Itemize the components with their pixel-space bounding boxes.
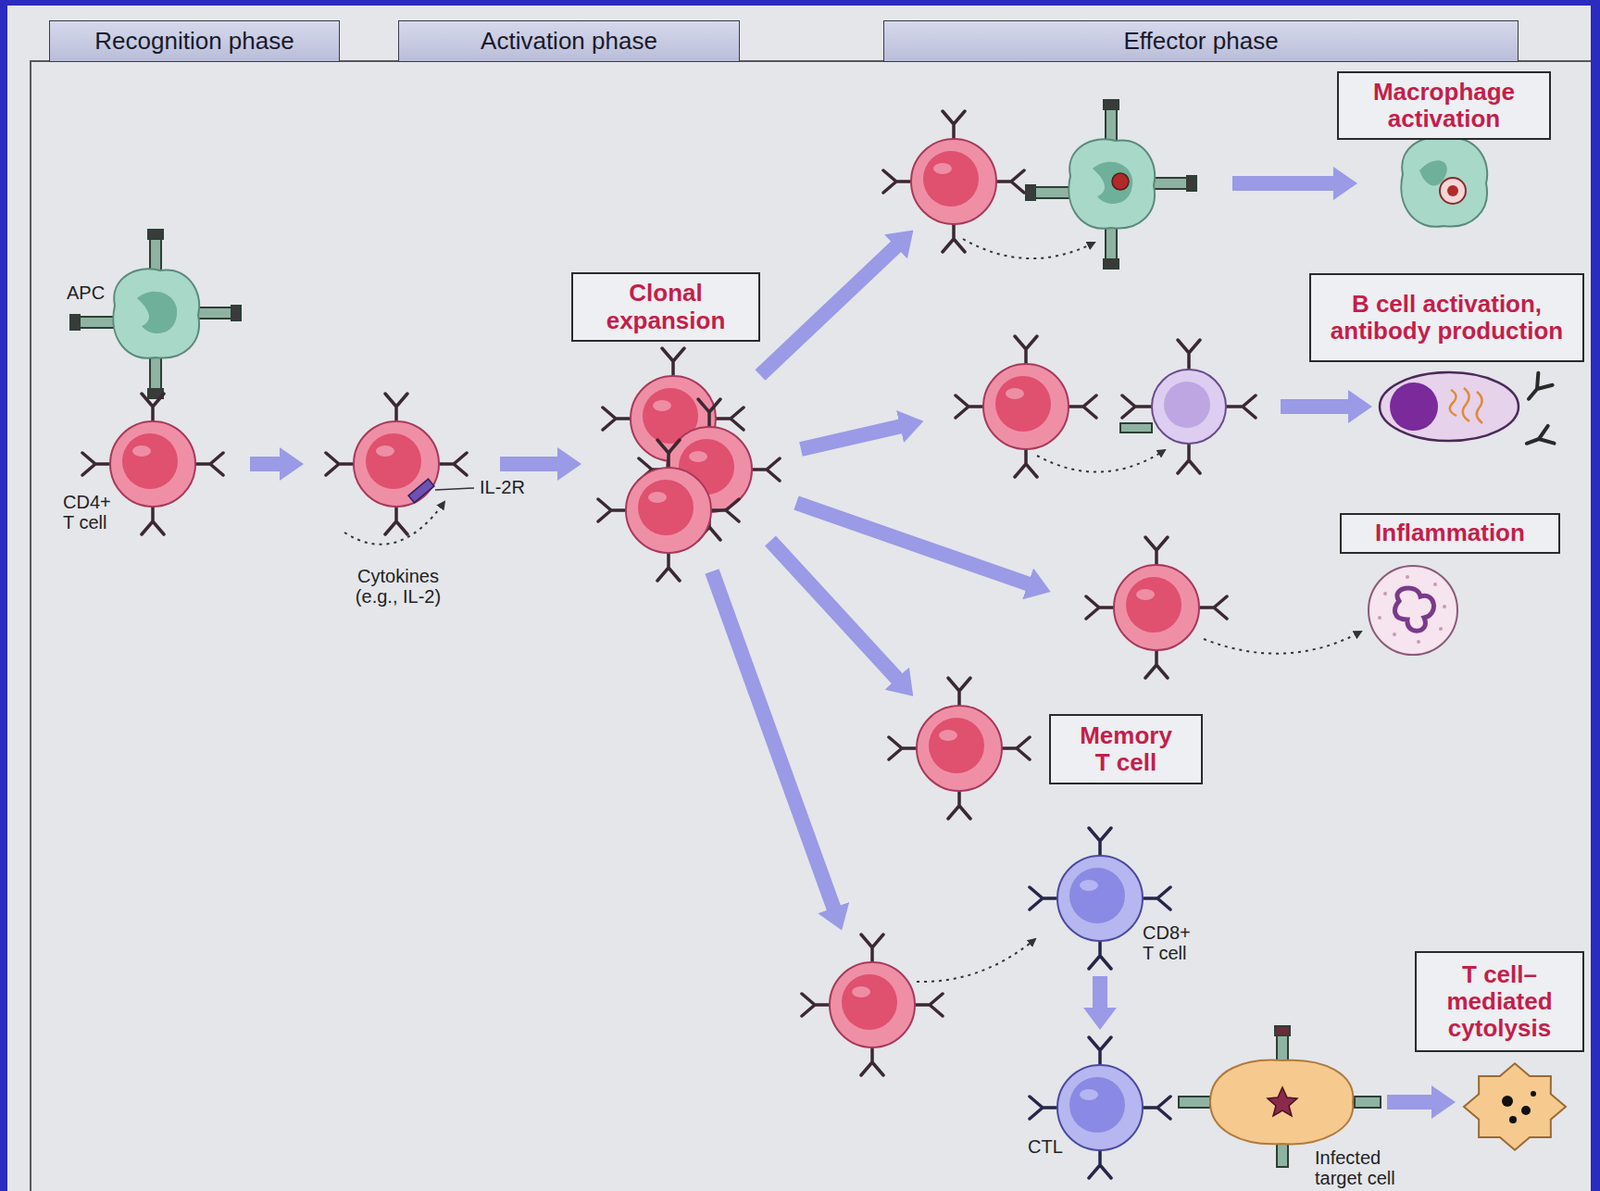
box-title: B cell activation, antibody production — [1318, 290, 1575, 345]
cell-label: Cytokines (e.g., IL-2) — [340, 566, 456, 607]
phase-header: Activation phase — [398, 20, 740, 63]
box-title: T cell– mediated cytolysis — [1424, 961, 1575, 1042]
cell-label: IL-2R — [479, 477, 525, 499]
outcome-box: T cell– mediated cytolysis — [1414, 950, 1585, 1052]
outcome-box: Inflammation — [1339, 512, 1561, 554]
outcome-box: Macrophage activation — [1337, 71, 1551, 140]
outcome-box: B cell activation, antibody production — [1309, 273, 1585, 363]
cell-outline — [1016, 1033, 1184, 1182]
cell-label: CD8+ T cell — [1142, 923, 1204, 963]
box-title: Macrophage activation — [1346, 78, 1542, 133]
phase-title: Effector phase — [1123, 26, 1278, 56]
cell-label: Infected target cell — [1314, 1148, 1413, 1188]
stage-box: Clonal expansion — [571, 272, 761, 342]
box-title: Memory T cell — [1073, 722, 1180, 776]
cell-label: CD4+ T cell — [62, 492, 125, 533]
box-title: Inflammation — [1375, 519, 1525, 547]
phase-header: Effector phase — [883, 20, 1519, 63]
arrow-head — [1083, 1007, 1117, 1030]
phase-title: Recognition phase — [94, 26, 294, 56]
cd8-t-cell: CD8+ T cell — [1016, 824, 1184, 973]
phase-header: Recognition phase — [49, 20, 340, 63]
box-title: Clonal expansion — [580, 279, 751, 334]
block-arrow — [1083, 975, 1117, 1030]
arrow-shaft — [1092, 975, 1108, 1009]
ctl-cell: CTL — [1016, 1033, 1184, 1182]
outcome-box: Memory T cell — [1049, 713, 1203, 785]
cell-label: APC — [66, 283, 105, 304]
cell-label: CTL — [1027, 1137, 1063, 1158]
phase-title: Activation phase — [480, 26, 658, 56]
